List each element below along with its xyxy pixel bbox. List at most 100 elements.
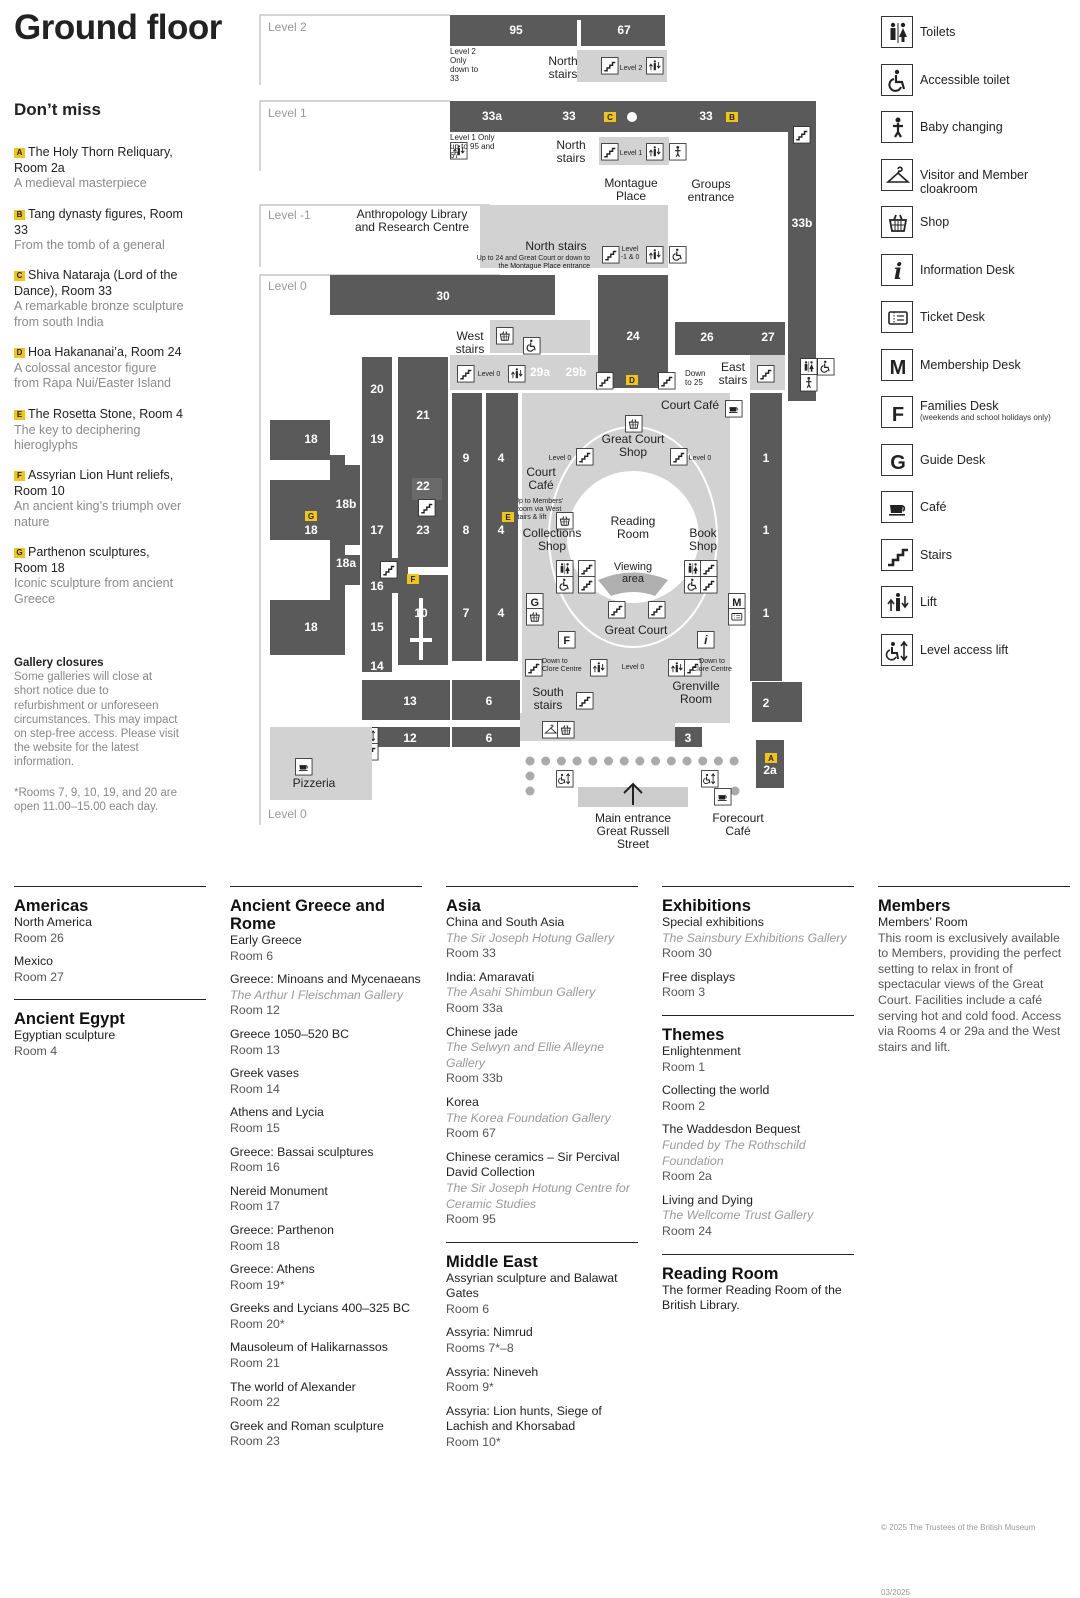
room-number: 24 <box>626 329 640 343</box>
bollard <box>682 756 692 766</box>
bollard <box>635 756 645 766</box>
item-name: Assyrian Lion Hunt reliefs, <box>28 468 174 482</box>
shop-icon <box>625 415 643 433</box>
map-area <box>398 357 448 567</box>
gallery-title: Nereid Monument <box>230 1183 328 1198</box>
legend-text: Level access lift <box>920 642 1009 657</box>
map-area <box>750 322 785 355</box>
gallery-title: Greece: Minoans and Mycenaeans <box>230 972 421 987</box>
accessible-toilet-icon <box>881 63 913 96</box>
lift-icon <box>668 659 686 677</box>
section-rule <box>446 1241 638 1243</box>
item-room: Room 33 <box>14 207 183 237</box>
stairs-icon <box>700 576 718 594</box>
room-number: 14 <box>370 659 384 673</box>
marker-badge: A <box>14 148 25 158</box>
map-area <box>788 101 816 401</box>
room-number: 29a <box>530 365 550 379</box>
room-number: 22 <box>416 479 430 493</box>
room-number: 33b <box>792 216 813 230</box>
marker-box <box>502 512 514 522</box>
section-heading: Themes <box>662 1025 725 1044</box>
section-rule <box>878 886 1070 887</box>
level-label: Level 1 <box>268 106 307 120</box>
gallery-room: Room 9* <box>446 1380 494 1395</box>
gallery-sponsor: The Sir Joseph Hotung Centre for Ceramic… <box>446 1180 630 1211</box>
gallery-room: Room 2 <box>662 1098 706 1113</box>
marker-box <box>604 112 616 122</box>
map-area <box>270 727 372 800</box>
section-rule <box>662 1014 854 1016</box>
toilets-icon <box>684 560 702 578</box>
shop-icon <box>557 721 575 739</box>
gallery-sponsor: The Wellcome Trust Gallery <box>662 1208 814 1223</box>
gallery-sponsor: The Sainsbury Exhibitions Gallery <box>662 930 847 945</box>
toilets-icon <box>881 16 913 48</box>
gallery-title: Mexico <box>14 954 53 969</box>
accessible-toilet-icon <box>817 358 835 376</box>
legend-text: Information Desk <box>920 262 1015 277</box>
marker-badge: F <box>14 471 25 481</box>
families-icon: F <box>881 396 913 428</box>
map-area <box>452 680 520 720</box>
level-label: Level -1 <box>268 208 311 222</box>
map-label: Level 2 <box>620 65 643 72</box>
svg-text:M: M <box>732 597 741 609</box>
section-rule <box>14 999 206 1001</box>
room-number: 9 <box>463 451 470 465</box>
gallery-title: Greece: Athens <box>230 1262 315 1277</box>
marker-letter: B <box>729 113 735 122</box>
map-area <box>362 727 450 747</box>
closures-heading: Gallery closures <box>14 657 104 669</box>
level-label: Level 0 <box>268 807 307 821</box>
gallery-title: Egyptian sculpture <box>14 1028 116 1043</box>
cloakroom-icon <box>542 721 560 739</box>
map-label: Court Café <box>661 398 719 412</box>
gallery-room: Room 30 <box>662 946 712 961</box>
section-rule <box>662 1253 854 1255</box>
room-number: 18 <box>304 523 318 537</box>
item-description: Iconic sculpture from ancient Greece <box>14 576 174 606</box>
item-name: The Rosetta Stone, <box>28 407 136 421</box>
gallery-title: Athens and Lycia <box>230 1105 324 1120</box>
map-area <box>675 322 750 355</box>
item-name: Shiva Nataraja (Lord of the Dance), <box>14 268 178 298</box>
stairs-icon <box>658 372 676 390</box>
lift-icon <box>646 246 664 264</box>
map-area <box>450 15 665 46</box>
item-description: A remarkable bronze sculpture from south… <box>14 299 184 329</box>
copyright: © 2025 The Trustees of the British Museu… <box>881 1523 1036 1532</box>
section-heading: Middle East <box>446 1252 538 1271</box>
dont-miss-heading: Don’t miss <box>14 100 101 119</box>
shop-icon <box>556 512 574 530</box>
lift-icon <box>881 586 913 618</box>
room-number: 23 <box>416 523 430 537</box>
svg-text:M: M <box>890 357 907 379</box>
legend-label: Membership Desk <box>920 358 1021 372</box>
map-label: Level-1 & 0 <box>621 246 640 261</box>
gallery-room: Room 33b <box>446 1071 503 1086</box>
item-room: Room 4 <box>139 407 183 421</box>
gallery-room: Room 26 <box>14 930 64 945</box>
level-access-lift-icon <box>701 770 719 788</box>
lift-icon <box>646 143 664 161</box>
legend-text: Stairs <box>920 547 952 562</box>
